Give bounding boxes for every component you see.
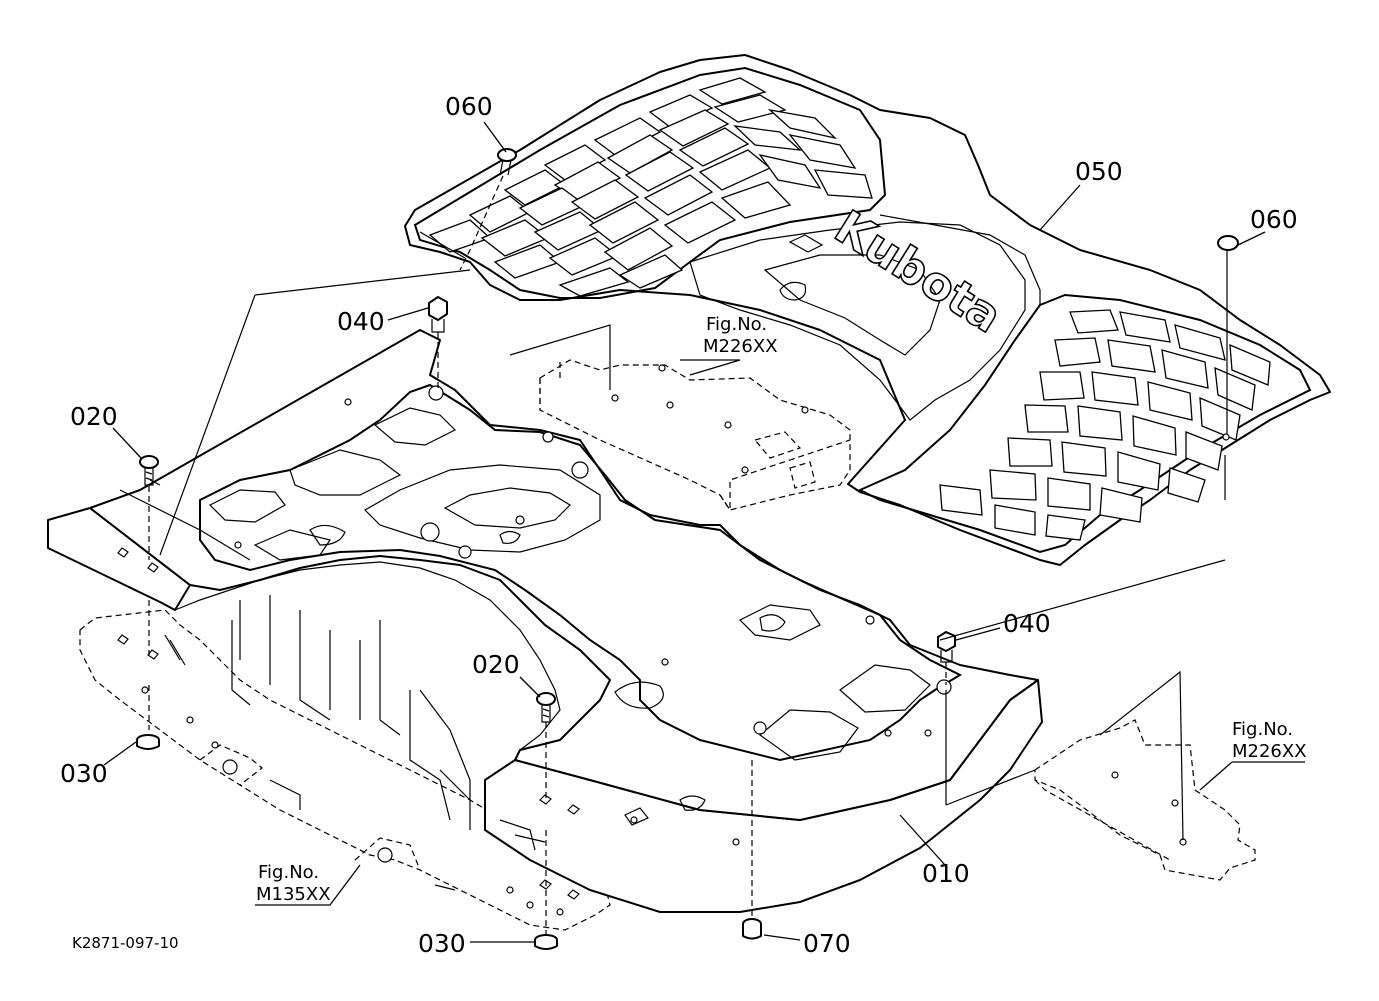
- grommet-070: [742, 760, 762, 940]
- mat-left-grid: [428, 77, 873, 297]
- nut-030-bottom: [534, 934, 558, 950]
- clip-060-top: [459, 148, 517, 271]
- floor-mat-050: Kubota: [404, 54, 1331, 566]
- fig-ref-center: Fig.No. M226XX: [703, 314, 778, 357]
- fig-ref-bottom: Fig.No. M135XX: [256, 862, 331, 905]
- fig-ref-bottom-label: Fig.No.: [258, 862, 319, 883]
- clip-060-right: [1217, 235, 1239, 441]
- fig-ref-center-number: M226XX: [703, 336, 778, 357]
- drawing-code: K2871-097-10: [72, 934, 179, 952]
- reference-lines: [159, 269, 1226, 841]
- fig-ref-right-label: Fig.No.: [1232, 719, 1293, 740]
- frame-m135xx: [79, 609, 611, 931]
- bracket-m226xx-right: [1034, 719, 1256, 881]
- nut-030-left: [136, 734, 160, 750]
- callout-020-center: 020: [472, 650, 520, 679]
- callout-060-top: 060: [445, 92, 493, 121]
- callout-060-right: 060: [1250, 205, 1298, 234]
- bolt-040-top: [428, 296, 448, 390]
- bolt-020-center: [536, 692, 556, 935]
- callout-070: 070: [803, 929, 851, 958]
- callout-010: 010: [922, 859, 970, 888]
- callout-030-left: 030: [60, 759, 108, 788]
- bolt-020-left: [139, 455, 159, 730]
- bracket-m226xx-center: [539, 359, 851, 512]
- fig-ref-right-number: M226XX: [1232, 741, 1307, 762]
- mat-right-grid: [939, 309, 1271, 541]
- floor-plate-010: [47, 329, 1043, 913]
- callout-050: 050: [1075, 157, 1123, 186]
- callout-040-right: 040: [1003, 609, 1051, 638]
- fig-ref-bottom-number: M135XX: [256, 884, 331, 905]
- fig-ref-right: Fig.No. M226XX: [1232, 719, 1307, 762]
- callout-030-bottom: 030: [418, 929, 466, 958]
- callout-leaders: [103, 121, 1305, 943]
- callout-020-left: 020: [70, 402, 118, 431]
- fig-ref-center-label: Fig.No.: [706, 314, 767, 335]
- callout-040-top: 040: [337, 307, 385, 336]
